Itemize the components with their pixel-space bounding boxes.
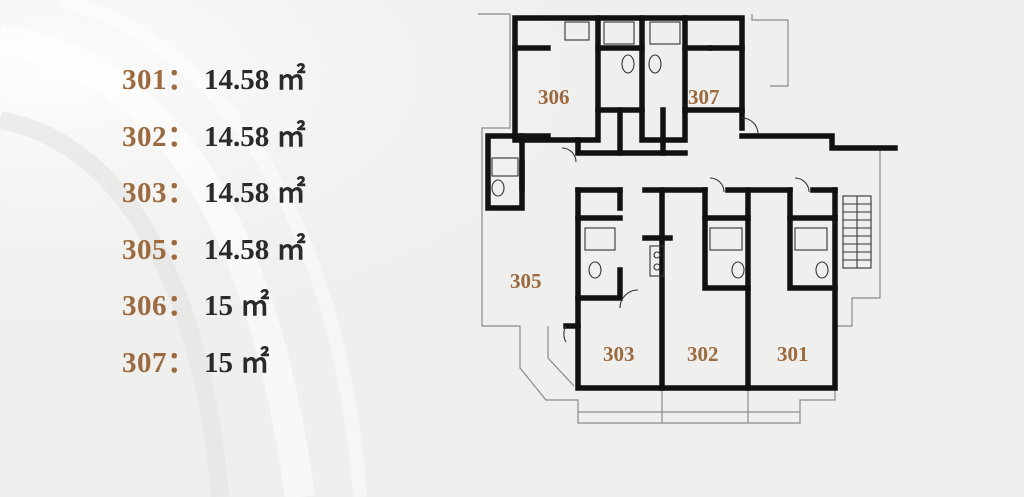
room-label-301: 301	[777, 342, 809, 366]
area-row-302: 302： 14.58 ㎡	[122, 113, 306, 170]
room-labels: 306 307 305 303 302 301	[510, 85, 809, 366]
area-row-307: 307： 15 ㎡	[122, 339, 306, 396]
area-row-306: 306： 15 ㎡	[122, 282, 306, 339]
area-row-303: 303： 14.58 ㎡	[122, 169, 306, 226]
room-area: 15 ㎡	[204, 290, 270, 322]
room-number: 301：	[122, 64, 197, 96]
room-area: 14.58 ㎡	[204, 233, 306, 266]
area-row-305: 305： 14.58 ㎡	[122, 226, 306, 283]
room-area: 15 ㎡	[204, 346, 270, 379]
room-label-305: 305	[510, 269, 542, 293]
room-area: 14.58 ㎡	[204, 177, 306, 209]
room-number: 303：	[122, 177, 197, 209]
stair	[842, 195, 872, 269]
room-label-306: 306	[538, 85, 570, 109]
room-number: 306：	[122, 290, 197, 322]
room-label-307: 307	[688, 85, 720, 109]
room-area: 14.58 ㎡	[204, 120, 306, 153]
plan-outline	[478, 13, 881, 424]
area-row-301: 301： 14.58 ㎡	[122, 56, 306, 113]
area-list: 301： 14.58 ㎡ 302： 14.58 ㎡ 303： 14.58 ㎡ 3…	[122, 56, 306, 395]
room-area: 14.58 ㎡	[204, 64, 306, 96]
room-number: 302：	[122, 120, 197, 153]
room-number: 307：	[122, 346, 197, 379]
walls	[485, 15, 898, 391]
floor-plan: 306 307 305 303 302 301	[478, 13, 898, 424]
room-label-303: 303	[603, 342, 635, 366]
room-label-302: 302	[687, 342, 719, 366]
fixtures	[491, 21, 829, 343]
room-number: 305：	[122, 233, 197, 266]
